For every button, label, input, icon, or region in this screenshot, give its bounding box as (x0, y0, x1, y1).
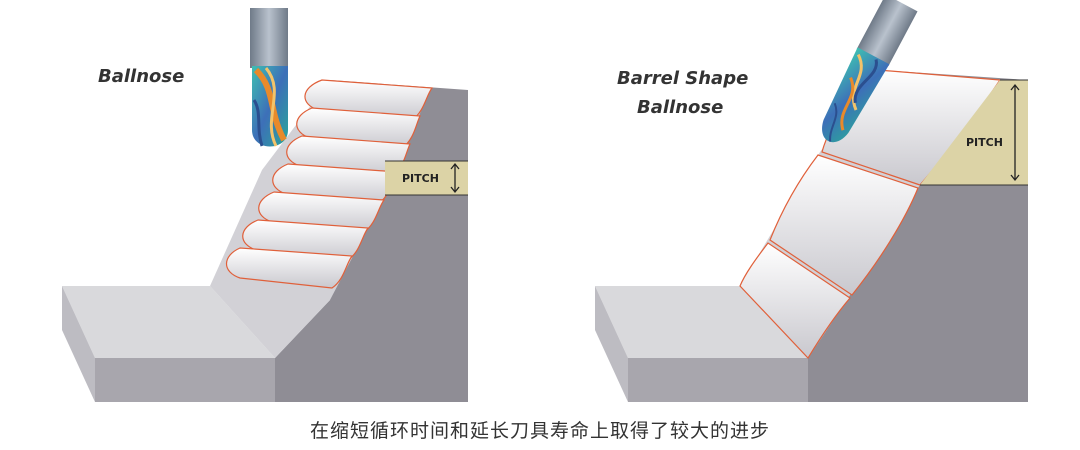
pitch-label: PITCH (402, 172, 439, 185)
tool-shank (250, 8, 288, 68)
barrel-tool (822, 0, 918, 143)
pitch-label: PITCH (966, 136, 1003, 149)
pitch-band (385, 161, 468, 195)
pitch-band (920, 80, 1028, 185)
ballnose-label: Ballnose (98, 66, 184, 87)
workpiece-base-top (595, 286, 808, 358)
ballnose-tool (250, 8, 288, 147)
pitch-arrow (1010, 83, 1020, 182)
tool-shank (856, 0, 918, 67)
pitch-arrow (450, 162, 460, 194)
workpiece-base-front (628, 358, 808, 402)
barrel-label-line1: Barrel Shape (617, 68, 748, 89)
ballnose-panel: PITCH Ballnose (62, 8, 468, 402)
workpiece-base-left (595, 286, 628, 402)
caption: 在缩短循环时间和延长刀具寿命上取得了较大的进步 (309, 420, 770, 442)
barrel-label-line2: Ballnose (637, 97, 723, 118)
workpiece-base-left (62, 286, 95, 402)
workpiece-base-top (62, 286, 275, 358)
workpiece-base-front (95, 358, 275, 402)
barrel-panel: PITCH Barrel Shape Ballnose (595, 0, 1028, 402)
